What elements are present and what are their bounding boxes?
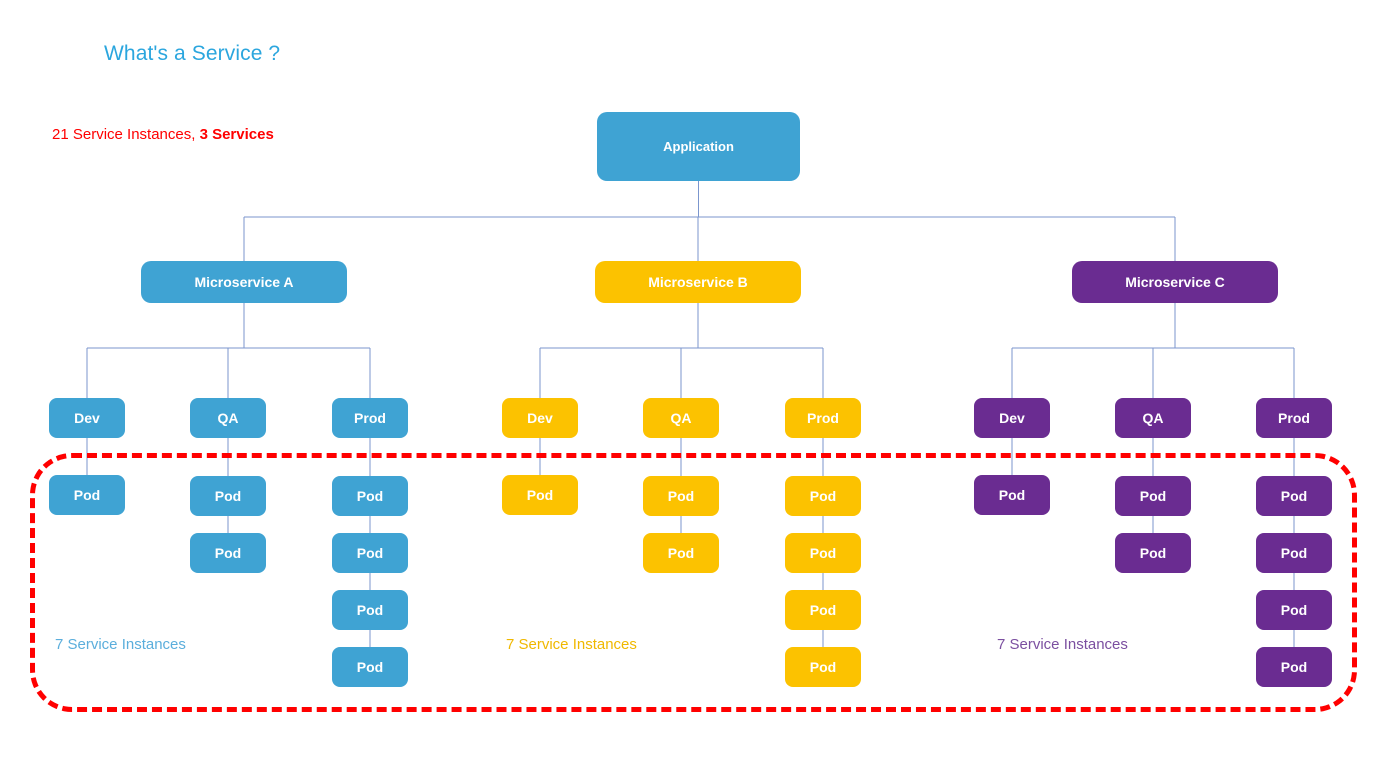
summary-note: 21 Service Instances, 3 Services xyxy=(52,126,274,143)
node-microservice-b[interactable]: Microservice B xyxy=(595,261,801,303)
page-title: What's a Service ? xyxy=(104,42,281,65)
node-pod[interactable]: Pod xyxy=(1256,590,1332,630)
node-microservice-a[interactable]: Microservice A xyxy=(141,261,347,303)
node-env-b-prod[interactable]: Prod xyxy=(785,398,861,438)
node-pod[interactable]: Pod xyxy=(785,476,861,516)
node-pod[interactable]: Pod xyxy=(190,476,266,516)
node-env-a-qa[interactable]: QA xyxy=(190,398,266,438)
instances-label-c: 7 Service Instances xyxy=(997,636,1128,653)
node-pod[interactable]: Pod xyxy=(1115,533,1191,573)
node-env-a-prod[interactable]: Prod xyxy=(332,398,408,438)
summary-note-strong: 3 Services xyxy=(199,126,274,143)
node-pod[interactable]: Pod xyxy=(332,590,408,630)
node-pod[interactable]: Pod xyxy=(785,647,861,687)
node-env-c-dev[interactable]: Dev xyxy=(974,398,1050,438)
node-pod[interactable]: Pod xyxy=(785,533,861,573)
node-pod[interactable]: Pod xyxy=(190,533,266,573)
node-pod[interactable]: Pod xyxy=(332,476,408,516)
instances-label-a: 7 Service Instances xyxy=(55,636,186,653)
node-env-c-qa[interactable]: QA xyxy=(1115,398,1191,438)
node-pod[interactable]: Pod xyxy=(332,533,408,573)
node-pod[interactable]: Pod xyxy=(1115,476,1191,516)
node-env-b-qa[interactable]: QA xyxy=(643,398,719,438)
node-pod[interactable]: Pod xyxy=(643,476,719,516)
summary-note-prefix: 21 Service Instances, xyxy=(52,126,200,143)
node-env-b-dev[interactable]: Dev xyxy=(502,398,578,438)
node-pod[interactable]: Pod xyxy=(502,475,578,515)
node-pod[interactable]: Pod xyxy=(1256,533,1332,573)
node-pod[interactable]: Pod xyxy=(49,475,125,515)
node-env-a-dev[interactable]: Dev xyxy=(49,398,125,438)
node-microservice-c[interactable]: Microservice C xyxy=(1072,261,1278,303)
node-pod[interactable]: Pod xyxy=(332,647,408,687)
node-application[interactable]: Application xyxy=(597,112,800,181)
node-pod[interactable]: Pod xyxy=(974,475,1050,515)
node-pod[interactable]: Pod xyxy=(785,590,861,630)
service-boundary-outline xyxy=(30,453,1357,712)
node-env-c-prod[interactable]: Prod xyxy=(1256,398,1332,438)
instances-label-b: 7 Service Instances xyxy=(506,636,637,653)
node-pod[interactable]: Pod xyxy=(643,533,719,573)
